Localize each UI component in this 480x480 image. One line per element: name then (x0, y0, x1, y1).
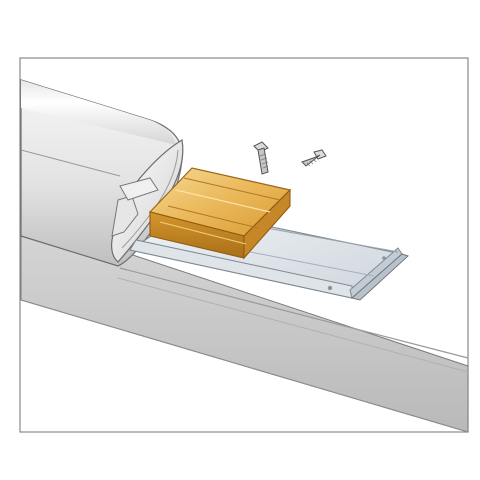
bolt-shank-2 (301, 154, 321, 167)
base-rail-2 (117, 277, 469, 373)
channel-left-wall (129, 239, 353, 299)
bolt (301, 149, 327, 167)
connector-right (243, 188, 291, 260)
housing-top-highlight (21, 80, 176, 145)
housing-crease (20, 149, 121, 177)
channel-end-cap (350, 253, 409, 301)
channel-screw-hole-2 (382, 256, 386, 260)
bolt (253, 141, 269, 175)
bolt-thread-2 (306, 158, 317, 167)
frame-border (19, 57, 469, 433)
bolt-thread-1 (259, 153, 269, 169)
connector-groove-1 (167, 205, 259, 229)
bolt-shank-1 (257, 147, 269, 175)
housing-rim-inner (121, 149, 179, 249)
channel-screw-hole (327, 285, 333, 291)
housing-bracket (119, 177, 159, 201)
base-band-edge (20, 299, 469, 433)
connector-groove-2 (175, 189, 271, 213)
connector-ridge (159, 221, 247, 245)
connector-groove-3 (183, 177, 281, 201)
joint-connector (148, 167, 292, 260)
base-rail (119, 267, 469, 359)
